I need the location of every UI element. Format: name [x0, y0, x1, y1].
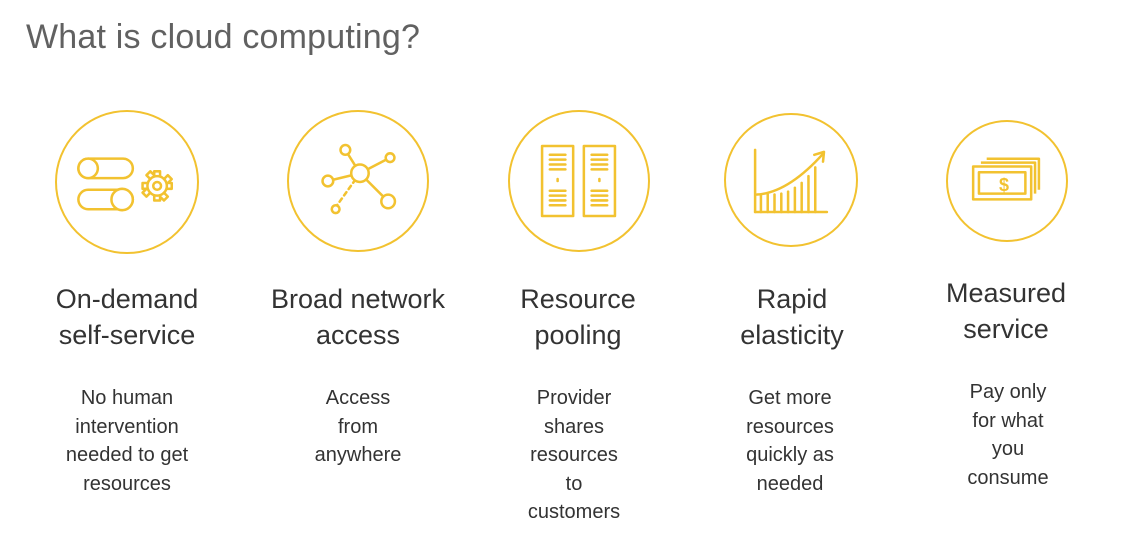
- characteristic-description: Provider shares resources to customers: [527, 387, 621, 524]
- characteristic-broad-network: Broad network access Access from anywher…: [253, 0, 463, 542]
- characteristic-on-demand: On-demand self-service No human interven…: [22, 0, 232, 542]
- toggle-gear-icon: [55, 110, 199, 254]
- characteristic-heading: Resource pooling: [520, 284, 636, 350]
- page-title: What is cloud computing?: [26, 18, 421, 56]
- characteristic-description: Access from anywhere: [314, 387, 402, 467]
- characteristic-rapid-elasticity: Rapid elasticity Get more resources quic…: [687, 0, 897, 542]
- server-racks-icon: [508, 110, 650, 252]
- network-nodes-icon: [287, 110, 429, 252]
- characteristic-description: Pay only for what you consume: [967, 381, 1049, 489]
- characteristic-heading: Broad network access: [270, 284, 446, 350]
- characteristic-heading: On-demand self-service: [55, 284, 199, 350]
- characteristic-description: No human intervention needed to get reso…: [65, 387, 189, 495]
- characteristic-heading: Rapid elasticity: [740, 284, 844, 350]
- money-bill-icon: $: [946, 120, 1068, 242]
- characteristic-description: Get more resources quickly as needed: [746, 387, 834, 495]
- growth-chart-icon: [724, 113, 858, 247]
- characteristic-resource-pooling: Resource pooling Provider shares resourc…: [473, 0, 683, 542]
- dollar-sign: $: [998, 175, 1009, 195]
- characteristic-measured-service: $ Measured service Pay only for what you…: [905, 0, 1115, 542]
- characteristic-heading: Measured service: [945, 278, 1067, 344]
